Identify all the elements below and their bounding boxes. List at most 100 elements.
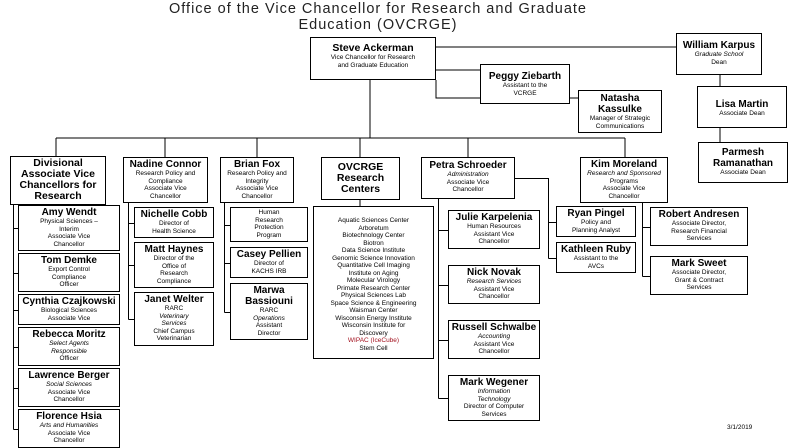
role-text: Research Policy and (135, 170, 196, 177)
role-text: Technology (477, 395, 511, 403)
role-text: and Graduate Education (337, 61, 409, 69)
role-text: Officer (59, 281, 79, 288)
research-center-item: Genomic Science Innovation (332, 254, 415, 262)
role-text: Associate Vice (47, 388, 91, 396)
role-text: Research Services (466, 278, 522, 285)
connector-fox-bottom (224, 203, 230, 313)
role-text: Associate Vice (446, 178, 490, 186)
role-text: Chancellor (241, 192, 273, 200)
person-name: Ryan Pingel (567, 208, 625, 219)
role-text: Associate Director, (671, 220, 727, 227)
research-center-item: Data Science Institute (341, 247, 406, 254)
research-center-item: Discovery (359, 329, 388, 337)
role-text: Research (255, 216, 283, 224)
person-name: Janet Welter (144, 294, 204, 305)
org-box-divisional: Divisional Associate Vice Chancellors fo… (10, 156, 106, 205)
role-text: Associate Dean (719, 110, 765, 117)
role-text: Accounting (477, 333, 511, 340)
role-text: Director of (159, 220, 189, 227)
person-name: Rebecca Moritz (32, 329, 106, 340)
role-text: Chancellor (53, 396, 85, 403)
research-center-item: Stem Cell (359, 344, 388, 352)
role-text: Assistant to the (502, 82, 548, 89)
research-center-item: Wisconsin Energy Institute (335, 314, 412, 322)
role-text: Responsible (51, 347, 87, 355)
research-center-item: Arboretum (358, 224, 389, 232)
org-box-centers_head: OVCRGE Research Centers (321, 157, 400, 200)
role-text: Associate Vice (47, 233, 91, 240)
role-text: Chancellor (53, 240, 85, 248)
research-center-item: Waisman Center (349, 307, 398, 314)
role-text: Research Policy and (227, 170, 287, 177)
role-text: Chancellor (608, 192, 640, 200)
role-text: Assistant (255, 322, 283, 329)
role-text: Director of the (153, 255, 195, 262)
role-text: Policy and (581, 219, 611, 226)
person-name: Parmesh Ramanathan (712, 147, 773, 169)
role-text: Export Control (48, 266, 90, 273)
role-text: Assistant to the (573, 255, 619, 262)
role-text: Research and Sponsored (587, 170, 661, 177)
person-name: Steve Ackerman (332, 42, 414, 54)
person-name: Lisa Martin (715, 99, 769, 110)
role-text: Planning Analyst (571, 226, 621, 234)
person-name: Kathleen Ruby (560, 244, 631, 255)
research-center-item: Molecular Virology (346, 277, 401, 284)
role-text: Grant & Contract (674, 276, 724, 284)
role-text: Veterinarian (156, 335, 192, 342)
person-name: Natasha Kassulke (598, 93, 642, 115)
role-text: Services (686, 235, 712, 242)
role-text: Assistant Vice (473, 285, 515, 293)
role-text: Chancellor (478, 238, 510, 245)
role-text: Services (481, 410, 507, 418)
role-text: Dean (711, 58, 727, 66)
role-text: Associate Vice (144, 185, 187, 192)
main-connector (55, 80, 626, 157)
role-text: Human Resources (467, 223, 521, 230)
person-name: Cynthia Czajkowski (22, 296, 116, 307)
role-text: Human (258, 209, 280, 216)
person-name: Marwa Bassiouni (245, 285, 293, 307)
role-text: Graduate School (694, 51, 744, 58)
research-center-item: Biotron (363, 239, 384, 247)
connector-connor-bottom (128, 203, 134, 320)
person-name: Tom Demke (41, 255, 97, 266)
role-text: Information (477, 388, 511, 395)
role-text: Chancellor (452, 186, 484, 193)
person-name: Nadine Connor (129, 159, 202, 170)
person-name: Divisional Associate Vice Chancellors fo… (19, 157, 97, 202)
role-text: Social Sciences (46, 381, 92, 388)
role-text: AVCs (587, 262, 605, 270)
role-text: RARC (259, 307, 279, 314)
role-text: KACHS IRB (251, 267, 287, 275)
role-text: Manager of Strategic (589, 115, 651, 122)
role-text: Associate Vice (602, 185, 646, 192)
person-name: Amy Wendt (41, 207, 97, 218)
role-text: VCRGE (513, 89, 537, 97)
person-name: Peggy Ziebarth (488, 71, 562, 82)
role-text: Associate Vice (47, 314, 91, 322)
role-text: Veterinary (159, 312, 189, 320)
role-text: Services (686, 284, 712, 291)
role-text: Director of (254, 260, 284, 267)
role-text: Health Science (152, 227, 196, 235)
research-center-item: Biotechnology Center (342, 232, 405, 239)
person-name: Russell Schwalbe (451, 322, 537, 333)
